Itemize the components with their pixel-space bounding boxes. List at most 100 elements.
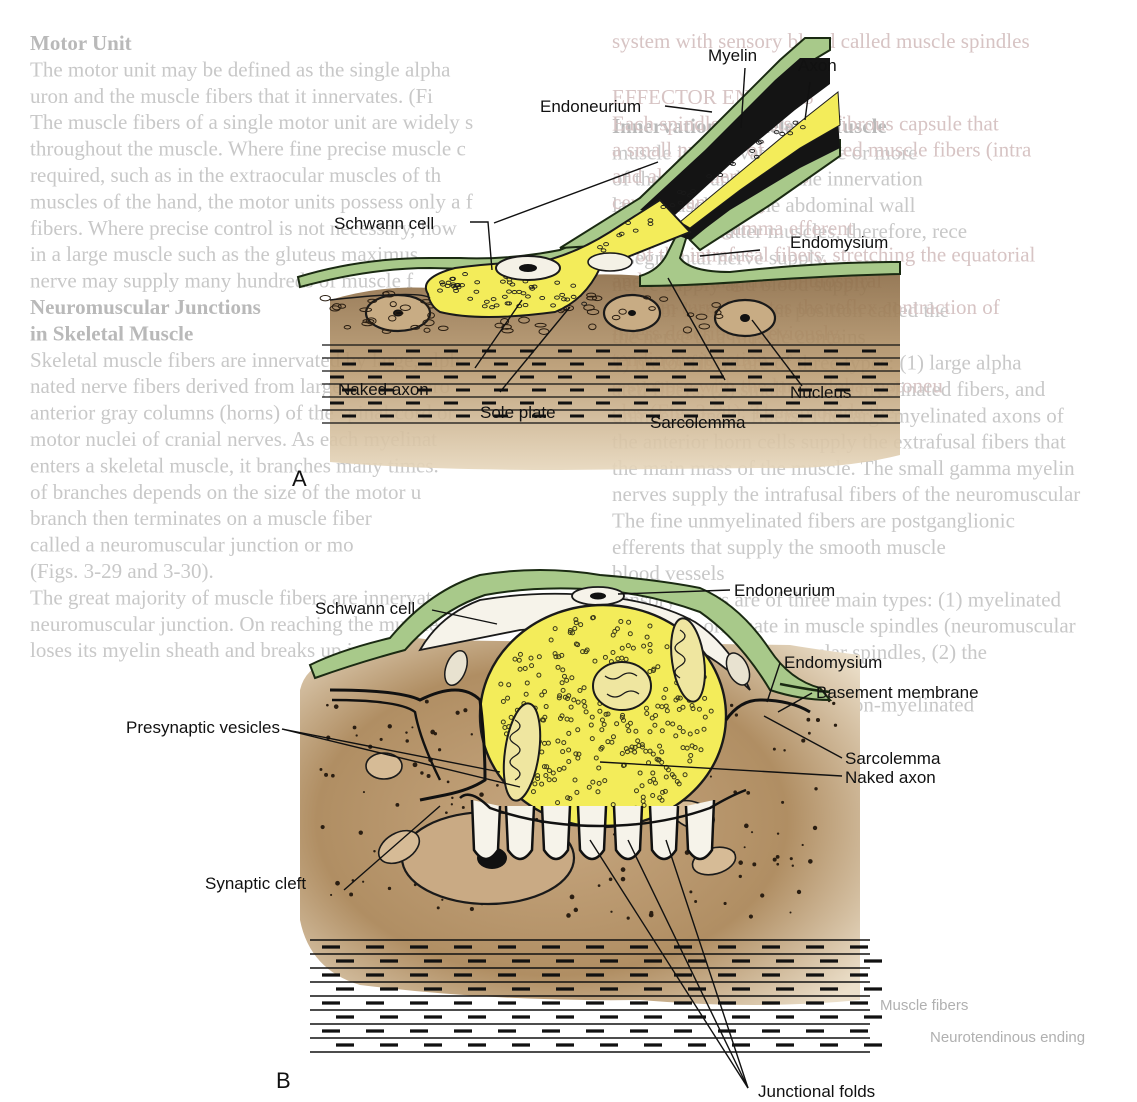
granule — [694, 900, 697, 903]
granule — [349, 892, 353, 896]
bleed-line: The fine unmyelinated fibers are postgan… — [612, 509, 1015, 533]
granule — [406, 739, 409, 742]
granule — [353, 726, 357, 730]
bleed-line: in Skeletal Muscle — [30, 321, 193, 345]
granule — [834, 724, 837, 727]
granule — [471, 733, 473, 735]
granule — [420, 771, 423, 774]
bleed-line: branch then terminates on a muscle fiber — [30, 506, 372, 530]
label-axon: Axon — [798, 56, 837, 75]
granule — [738, 860, 743, 865]
granule — [749, 915, 753, 919]
label-sarcolemma-a: Sarcolemma — [650, 413, 746, 432]
granule — [395, 803, 399, 807]
granule — [451, 803, 453, 805]
label-synaptic-cleft: Synaptic cleft — [205, 874, 306, 893]
granule — [752, 862, 756, 866]
granule — [710, 776, 712, 778]
granule — [335, 881, 340, 886]
granule — [566, 913, 571, 918]
panel-letter-b: B — [276, 1068, 291, 1093]
granule — [330, 894, 332, 896]
label-schwann-cell-a: Schwann cell — [334, 214, 434, 233]
granule — [808, 859, 813, 864]
granule — [326, 704, 329, 707]
granule — [447, 780, 450, 783]
junctional-fold — [578, 806, 606, 859]
granule — [451, 797, 453, 799]
granule — [776, 855, 780, 859]
granule — [373, 850, 375, 852]
bleed-line: (Figs. 3-29 and 3-30). — [30, 559, 214, 583]
granule — [746, 791, 750, 795]
granule — [470, 907, 474, 911]
granule — [363, 791, 365, 793]
granule — [434, 732, 437, 735]
granule — [411, 726, 413, 728]
granule — [808, 732, 811, 735]
granule — [730, 704, 733, 707]
granule — [783, 749, 785, 751]
granule — [801, 739, 805, 743]
granule — [456, 711, 460, 715]
granule — [610, 911, 612, 913]
granule — [689, 890, 692, 893]
granule — [388, 887, 391, 890]
granule — [334, 704, 339, 709]
bleed-line: The motor unit may be defined as the sin… — [30, 57, 451, 81]
label-junctional-folds: Junctional folds — [758, 1082, 875, 1101]
bleed-line: efferents that supply the smooth muscle — [612, 535, 946, 559]
granule — [797, 890, 801, 894]
bleed-line: uron and the muscle fibers that it inner… — [30, 84, 433, 108]
granule — [739, 875, 742, 878]
granule — [445, 811, 448, 814]
granule — [438, 748, 441, 751]
granule — [776, 863, 779, 866]
bleed-line: The muscle fibers of a single motor unit… — [30, 110, 473, 134]
granule — [744, 824, 749, 829]
bleed-line: required, such as in the extraocular mus… — [30, 163, 442, 187]
schwann-nucleus-b — [590, 593, 606, 600]
bleed-line: called a neuromuscular junction or mo — [30, 533, 354, 557]
granule — [777, 832, 779, 834]
granule — [405, 731, 407, 733]
label-endomysium-b: Endomysium — [784, 653, 882, 672]
granule — [802, 844, 804, 846]
label-naked-axon-a: Naked axon — [338, 380, 429, 399]
label-naked-axon-b: Naked axon — [845, 768, 936, 787]
granule — [773, 858, 777, 862]
granule — [609, 877, 613, 881]
granule — [649, 911, 653, 915]
granule — [744, 846, 746, 848]
granule — [751, 831, 753, 833]
granule — [621, 877, 626, 882]
granule — [724, 902, 727, 905]
nucleus-dot — [740, 314, 750, 322]
bleed-line: muscles of the hand, the motor units pos… — [30, 189, 473, 213]
granule — [832, 702, 835, 705]
granule — [816, 718, 820, 722]
bleed-line: Neurotendinous ending — [930, 1029, 1085, 1046]
granule — [792, 865, 794, 867]
granule — [773, 748, 776, 751]
granule — [760, 893, 764, 897]
granule — [570, 895, 575, 900]
bleed-line: of branches depends on the size of the m… — [30, 480, 422, 504]
granule — [781, 801, 784, 804]
granule — [413, 762, 418, 767]
granule — [621, 867, 626, 872]
granule — [814, 787, 817, 790]
granule — [496, 784, 499, 787]
schwann-nucleus-a — [519, 264, 537, 272]
junctional-fold — [542, 806, 570, 859]
granule — [362, 881, 364, 883]
granule — [320, 768, 323, 771]
label-basement-membrane: Basement membrane — [816, 683, 979, 702]
label-nucleus: Nucleus — [790, 383, 851, 402]
label-endomysium-a: Endomysium — [790, 233, 888, 252]
granule — [331, 774, 335, 778]
junctional-fold — [650, 806, 678, 859]
granule — [441, 899, 443, 901]
granule — [574, 908, 578, 912]
